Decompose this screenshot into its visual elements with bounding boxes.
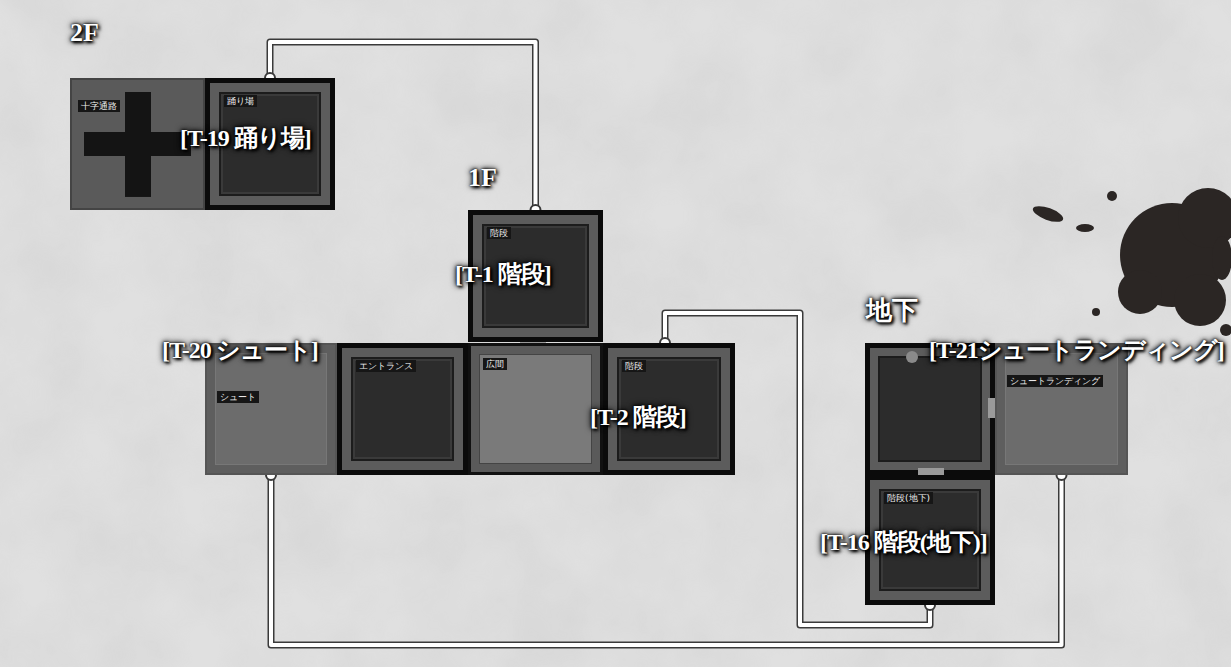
room-tag: [T-2 階段] (590, 402, 686, 432)
room-name: 階段(地下) (884, 492, 933, 504)
room-name: 十字通路 (78, 100, 120, 112)
room-name: 階段 (622, 360, 646, 372)
room: 階段(地下)[T-16 階段(地下)] (865, 475, 995, 605)
room-name: 広間 (483, 358, 507, 370)
room: 階段[T-2 階段] (603, 343, 735, 475)
room-name: シュートランディング (1007, 375, 1103, 387)
doorways (330, 336, 1000, 478)
room-name: 踊り場 (224, 95, 257, 107)
room-tag: [T-19 踊り場] (180, 123, 311, 153)
room-name: 階段 (487, 227, 511, 239)
room: シュートランディング[T-21シュートランディング] (995, 343, 1128, 475)
room-tag: [T-20 シュート] (162, 335, 318, 365)
room-tag: [T-21シュートランディング] (929, 335, 1224, 365)
floor-label: 1F (468, 163, 497, 193)
room-tag: [T-1 階段] (455, 259, 551, 289)
link-line (271, 475, 1062, 645)
link-shadow (271, 475, 1062, 645)
room: 踊り場[T-19 踊り場] (205, 78, 335, 210)
room-name: エントランス (356, 360, 416, 372)
ink-splatter (1031, 188, 1231, 336)
room-name: シュート (217, 391, 259, 403)
room: シュート[T-20 シュート] (205, 343, 337, 475)
floor-label: 地下 (866, 296, 918, 326)
room: 階段[T-1 階段] (468, 210, 603, 342)
room: エントランス (337, 343, 468, 475)
room-tag: [T-16 階段(地下)] (820, 527, 987, 557)
room: 広間 (468, 343, 603, 475)
floor-label: 2F (70, 18, 99, 48)
floor-link (266, 470, 1067, 645)
